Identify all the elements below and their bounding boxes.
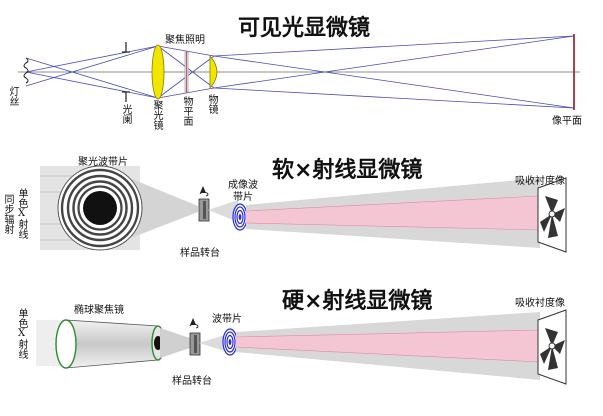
image-beam <box>246 196 540 230</box>
sample-beam <box>199 334 228 352</box>
hard-xray-microscope-panel <box>36 309 567 385</box>
hard-xray-microscope-title: 硬×射线显微镜 <box>282 289 433 314</box>
zone-plate-label: 波带片 <box>212 314 242 325</box>
imaging-zone-plate-label: 成像波带片 <box>228 180 258 203</box>
sample-stage-icon <box>189 318 201 356</box>
mono-xray-label: 单色X射线 <box>16 308 27 359</box>
light-rays <box>25 35 575 109</box>
absorption-image-label: 吸收衬度像 <box>515 298 565 309</box>
condenser-lens-icon <box>151 44 165 100</box>
visible-microscope-title: 可见光显微镜 <box>238 16 371 41</box>
object-plane-label: 物平面 <box>181 96 192 126</box>
sample-stage-icon <box>198 186 210 222</box>
absorption-image-label: 吸收衬度像 <box>515 176 565 187</box>
imaging-zone-plate-icon <box>232 203 248 231</box>
condenser-zone-plate-label: 聚光波带片 <box>78 157 128 168</box>
filament-icon <box>23 57 29 84</box>
aperture-icon <box>122 42 130 102</box>
ellipsoid-condenser-icon <box>55 319 165 369</box>
condenser-zone-plate-icon <box>57 165 143 251</box>
sync-radiation-label: 同步辐射 <box>2 194 13 234</box>
objective-label: 物镜 <box>206 94 217 114</box>
soft-xray-microscope-panel <box>40 165 567 253</box>
condensed-beam <box>160 328 196 358</box>
soft-xray-microscope-title: 软×射线显微镜 <box>272 158 423 183</box>
condenser-label: 聚光镜 <box>151 100 162 130</box>
sample-stage-label: 样品转台 <box>172 376 212 387</box>
visible-microscope-panel <box>18 34 580 110</box>
filament-label: 灯丝 <box>7 86 18 106</box>
image-beam <box>236 330 540 362</box>
sample-stage-label: 样品转台 <box>180 248 220 259</box>
aperture-label: 光阑 <box>120 104 131 124</box>
focus-illumination-label: 聚焦照明 <box>165 35 205 46</box>
absorption-image-icon <box>537 309 567 385</box>
ellipsoid-condenser-label: 椭球聚焦镜 <box>74 305 124 316</box>
absorption-image-icon <box>537 177 567 253</box>
objective-lens-icon <box>209 54 218 90</box>
zone-plate-icon <box>222 328 238 356</box>
mono-xray-label: 单色X射线 <box>16 188 27 239</box>
sample-beam <box>208 200 238 222</box>
image-plane-label: 像平面 <box>552 116 582 127</box>
